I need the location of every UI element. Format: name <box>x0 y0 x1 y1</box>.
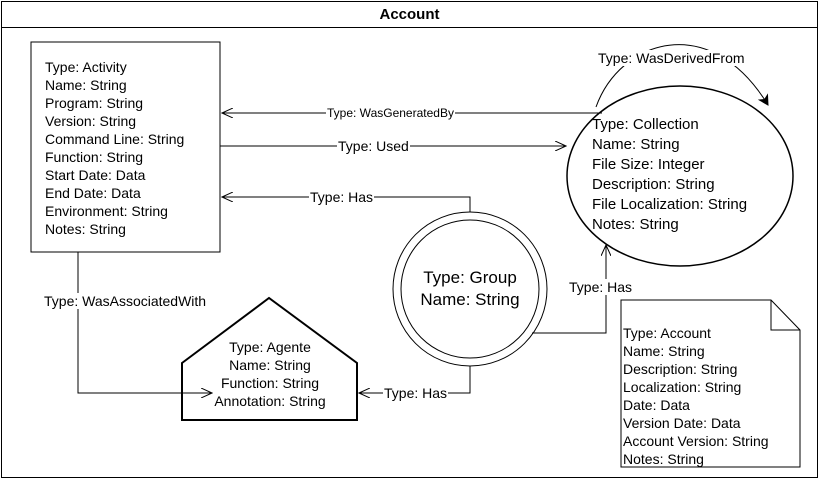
activity-line: Program: String <box>45 95 144 111</box>
account-note-line: Date: Data <box>623 397 690 413</box>
collection-line: Type: Collection <box>592 116 699 133</box>
edge-label-has-group-activity: Type: Has <box>309 189 375 205</box>
account-note-line: Localization: String <box>623 379 742 395</box>
collection-line: File Localization: String <box>592 196 748 213</box>
edge-was-derived-from <box>595 44 769 108</box>
account-note-fold <box>770 300 800 331</box>
account-note-line: Account Version: String <box>623 433 769 449</box>
account-note-line: Name: String <box>623 343 705 359</box>
agente-line: Function: String <box>220 375 320 391</box>
activity-line: End Date: Data <box>45 185 141 201</box>
agente-node[interactable] <box>181 296 358 421</box>
edge-label-used: Type: Used <box>337 138 410 154</box>
edge-has-group-activity <box>222 197 471 212</box>
activity-line: Version: String <box>45 113 137 129</box>
agente-text: Type: Agente Name: String Function: Stri… <box>190 338 350 410</box>
activity-text: Type: Activity Name: String Program: Str… <box>45 58 184 238</box>
agente-line: Annotation: String <box>214 393 326 409</box>
collection-text: Type: Collection Name: String File Size:… <box>592 115 747 235</box>
activity-line: Function: String <box>45 149 144 165</box>
activity-line: Start Date: Data <box>45 167 146 183</box>
diagram-title: Account <box>1 1 818 28</box>
edge-label-has-group-collection: Type: Has <box>568 279 634 295</box>
agente-line: Name: String <box>229 357 311 373</box>
edge-label-was-generated-by: Type: WasGeneratedBy <box>326 106 455 120</box>
activity-node[interactable] <box>30 41 221 253</box>
edge-label-was-associated-with: Type: WasAssociatedWith <box>43 293 208 309</box>
activity-line: Environment: String <box>45 203 168 219</box>
collection-line: Name: String <box>592 136 680 153</box>
collection-node[interactable] <box>566 85 794 267</box>
edge-label-was-derived-from: Type: WasDerivedFrom <box>597 50 746 66</box>
collection-line: Description: String <box>592 176 715 193</box>
group-line: Name: String <box>420 290 520 309</box>
edge-has-group-collection <box>532 245 606 334</box>
activity-line: Command Line: String <box>45 131 185 147</box>
activity-line: Notes: String <box>45 221 126 237</box>
agente-line: Type: Agente <box>229 339 311 355</box>
collection-line: File Size: Integer <box>592 156 705 173</box>
account-note-node[interactable] <box>620 299 801 468</box>
group-text: Type: Group Name: String <box>400 267 540 311</box>
activity-line: Name: String <box>45 77 127 93</box>
account-note-line: Notes: String <box>623 451 704 467</box>
edge-label-has-group-agente: Type: Has <box>383 385 449 401</box>
activity-line: Type: Activity <box>45 59 127 75</box>
account-note-line: Type: Account <box>623 325 711 341</box>
group-node-inner <box>400 219 540 359</box>
account-note-line: Version Date: Data <box>623 415 741 431</box>
account-note-text: Type: Account Name: String Description: … <box>623 324 769 468</box>
collection-line: Notes: String <box>592 216 679 233</box>
account-note-line: Description: String <box>623 361 738 377</box>
group-line: Type: Group <box>423 268 517 287</box>
